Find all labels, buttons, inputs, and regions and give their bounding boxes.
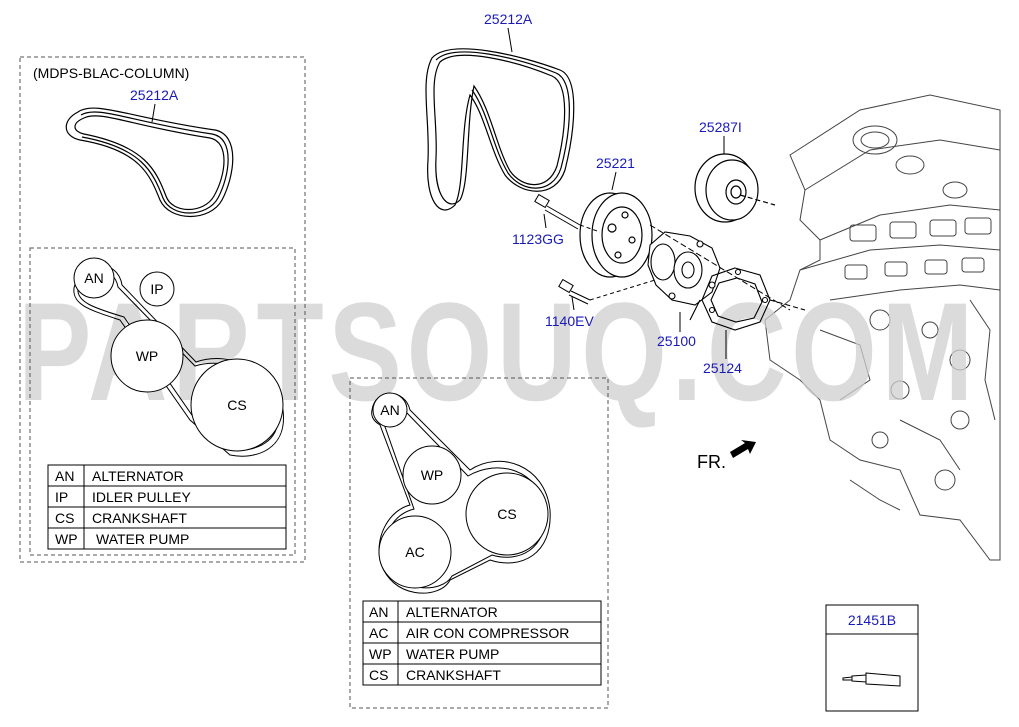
sealant-box: 21451B [825, 604, 919, 712]
column-variant-panel: (MDPS-BLAC-COLUMN) 25212A AN IP WP CS [19, 56, 306, 563]
bolt-1123gg-drawing [534, 193, 601, 233]
legend-a-name-2: CRANKSHAFT [92, 510, 187, 526]
legend-a-name-3: WATER PUMP [96, 531, 189, 547]
legend-table-a: AN ALTERNATOR IP IDLER PULLEY CS CRANKSH… [47, 464, 287, 550]
legend-a-code-2: CS [55, 510, 74, 526]
legend-b-code-2: WP [369, 646, 392, 662]
idler-pulley-drawing [694, 153, 776, 223]
sealant-tube-icon [842, 672, 901, 687]
pulley-circle-cs-b [465, 472, 549, 556]
drive-belt-column-drawing [65, 107, 234, 218]
legend-b-name-3: CRANKSHAFT [406, 667, 501, 683]
pulley-circle-wp-b [402, 445, 462, 505]
pulley-label-an-a: AN [84, 270, 103, 286]
alignment-line [649, 224, 791, 311]
part-link-25221[interactable]: 25221 [596, 155, 635, 171]
pulley-label-an-b: AN [380, 402, 399, 418]
legend-a-name-1: IDLER PULLEY [92, 489, 191, 505]
legend-b-name-1: AIR CON COMPRESSOR [406, 625, 569, 641]
pulley-label-ip-a: IP [150, 281, 163, 297]
water-pump-pulley-drawing [579, 192, 653, 278]
pulley-circle-an-b [372, 392, 408, 428]
part-link-1123gg[interactable]: 1123GG [512, 231, 564, 247]
legend-b-code-0: AN [369, 604, 388, 620]
legend-b-name-0: ALTERNATOR [406, 604, 498, 620]
drive-belt-main-drawing [425, 48, 575, 211]
legend-a-code-3: WP [55, 531, 78, 547]
legend-a-code-1: IP [55, 489, 68, 505]
water-pump-drawing [647, 231, 721, 321]
legend-table-b: AN ALTERNATOR AC AIR CON COMPRESSOR WP W… [362, 600, 602, 686]
part-link-1140ev[interactable]: 1140EV [545, 313, 594, 329]
pulley-circle-ip-a [139, 271, 175, 307]
part-link-25287i[interactable]: 25287I [699, 119, 742, 135]
part-link-25212a-column[interactable]: 25212A [130, 87, 179, 103]
column-variant-note: (MDPS-BLAC-COLUMN) [33, 65, 189, 81]
pulley-circle-cs-a [190, 358, 284, 452]
pulley-circle-an-a [73, 257, 115, 299]
belt-route-b-drawing [371, 393, 551, 594]
pulley-circle-ac-b [378, 515, 452, 589]
pulley-label-wp-b: WP [421, 467, 444, 483]
pulley-label-ac-b: AC [405, 544, 424, 560]
pulley-label-wp-a: WP [136, 348, 159, 364]
pulley-circle-wp-a [110, 319, 184, 393]
pulley-label-cs-b: CS [497, 506, 516, 522]
legend-b-code-3: CS [369, 667, 388, 683]
part-link-25212a-main[interactable]: 25212A [484, 11, 533, 27]
front-arrow-icon [730, 440, 756, 458]
legend-a-code-0: AN [55, 468, 74, 484]
gasket-drawing [701, 267, 806, 331]
part-link-25124[interactable]: 25124 [703, 360, 742, 376]
bolt-1140ev-drawing [558, 278, 656, 305]
legend-b-code-1: AC [369, 625, 388, 641]
engine-block-drawing [764, 94, 1001, 561]
legend-a-name-0: ALTERNATOR [92, 468, 184, 484]
front-direction-label: FR. [697, 452, 726, 472]
pulley-label-cs-a: CS [227, 397, 246, 413]
part-link-21451b[interactable]: 21451B [848, 612, 896, 628]
part-link-25100[interactable]: 25100 [657, 333, 696, 349]
legend-b-name-2: WATER PUMP [406, 646, 499, 662]
standard-variant-panel: AN WP CS AC AN ALTERNATOR AC AIR CON COM… [349, 377, 609, 709]
